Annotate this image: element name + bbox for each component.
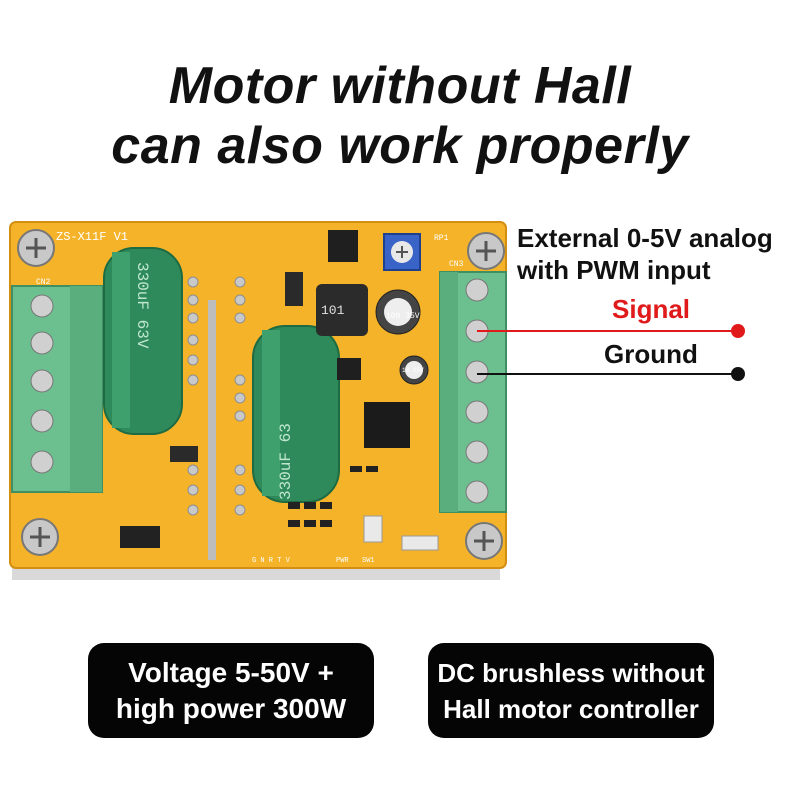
- ic-chip-main: [364, 402, 410, 448]
- voltage-badge: Voltage 5-50V + high power 300W: [88, 643, 374, 738]
- signal-label: Signal: [612, 294, 691, 324]
- small-capacitor: [399, 355, 429, 385]
- push-button: [363, 515, 383, 543]
- screw-icon: [465, 522, 503, 560]
- smd-parts: [288, 466, 378, 527]
- controller-badge: DC brushless without Hall motor controll…: [428, 643, 714, 738]
- left-terminal-block: [11, 285, 103, 493]
- solder-pads: [187, 276, 246, 516]
- capacitor-right: [252, 325, 340, 503]
- ground-dot: [731, 367, 745, 381]
- input-callout-line-2: with PWM input: [517, 255, 711, 285]
- small-capacitor: [375, 289, 421, 335]
- silk-label-pwr: PWR: [336, 557, 349, 565]
- headline-line-2: can also work properly: [111, 117, 689, 175]
- inductor: [316, 284, 368, 336]
- controller-badge-line-2: Hall motor controller: [443, 693, 699, 724]
- capacitor-right-label: 330uF 63: [277, 423, 295, 500]
- silk-pin-labels: G N R T V: [252, 557, 291, 565]
- potentiometer: [383, 233, 421, 271]
- diode: [285, 272, 303, 306]
- diode: [170, 446, 198, 462]
- input-callout: External 0-5V analog with PWM input: [517, 222, 773, 286]
- headline-line-1: Motor without Hall: [168, 57, 632, 115]
- voltage-badge-line-2: high power 300W: [115, 692, 347, 724]
- controller-badge-line-1: DC brushless without: [437, 657, 705, 688]
- ic-chip: [337, 358, 361, 380]
- ic-chip: [120, 526, 160, 548]
- screw-icon: [467, 232, 505, 270]
- voltage-badge-line-1: Voltage 5-50V +: [128, 656, 334, 688]
- screw-icon: [21, 518, 59, 556]
- inductor-label: 101: [321, 303, 345, 318]
- screw-icon: [17, 229, 55, 267]
- ic-chip: [328, 230, 358, 262]
- small-cap-label: 100 35V: [386, 312, 420, 321]
- silk-label-cn2: CN2: [36, 278, 51, 287]
- right-terminal-block: [439, 271, 507, 513]
- small-cap-label: 10 25V: [402, 367, 424, 374]
- signal-dot: [731, 324, 745, 338]
- board-model-label: ZS-X11F V1: [56, 230, 128, 244]
- capacitor-left: [103, 247, 183, 435]
- silk-label-sw: SW1: [362, 557, 375, 565]
- silk-label-rp1: RP1: [434, 234, 449, 243]
- heatsink-bar: [208, 300, 216, 560]
- silk-label-cn3: CN3: [449, 260, 464, 269]
- capacitor-left-label: 330uF 63V: [133, 262, 151, 349]
- pin-header: [401, 535, 439, 551]
- input-callout-line-1: External 0-5V analog: [517, 223, 773, 253]
- ground-label: Ground: [604, 339, 698, 369]
